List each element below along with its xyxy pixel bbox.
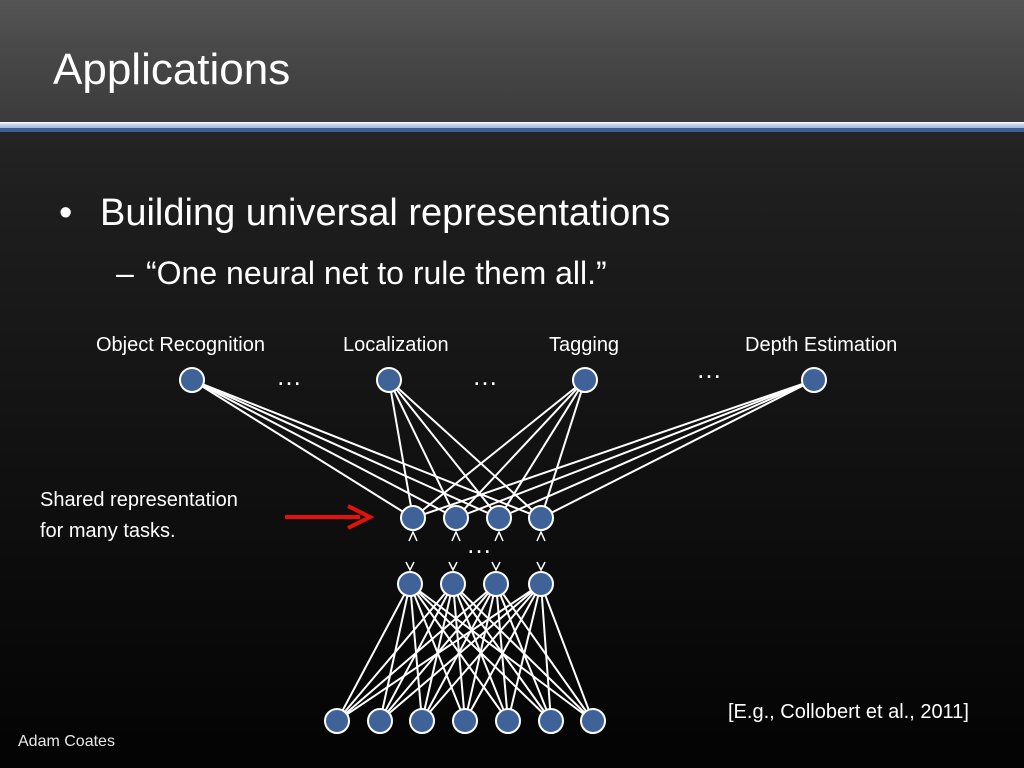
edge-task-shared bbox=[540, 379, 586, 519]
down-arrowhead bbox=[491, 561, 501, 572]
edge-task-shared bbox=[388, 379, 542, 519]
edge-hidden-input bbox=[336, 583, 411, 722]
edge-hidden-input bbox=[336, 583, 542, 722]
task-node bbox=[376, 367, 402, 393]
edge-hidden-input bbox=[540, 583, 594, 722]
hidden-node bbox=[397, 571, 423, 597]
edge-task-shared bbox=[191, 379, 457, 519]
input-node bbox=[538, 708, 564, 734]
hidden-node bbox=[528, 571, 554, 597]
network-edges bbox=[191, 379, 815, 722]
input-node bbox=[367, 708, 393, 734]
shared-representation-arrow bbox=[285, 504, 375, 530]
edge-task-shared bbox=[191, 379, 542, 519]
up-arrowhead bbox=[451, 530, 461, 542]
edge-hidden-input bbox=[464, 583, 542, 722]
edge-hidden-input bbox=[495, 583, 594, 722]
input-node bbox=[580, 708, 606, 734]
ellipsis-text: … bbox=[696, 354, 722, 384]
slide-title: Applications bbox=[53, 45, 291, 94]
edge-hidden-input bbox=[540, 583, 552, 722]
task-node bbox=[801, 367, 827, 393]
red-arrow-head bbox=[347, 504, 375, 530]
title-divider-accent bbox=[0, 128, 1024, 132]
edge-task-shared bbox=[191, 379, 414, 519]
network-nodes bbox=[179, 367, 827, 734]
ellipsis-text: … bbox=[466, 529, 492, 559]
input-node bbox=[324, 708, 350, 734]
edge-task-shared bbox=[388, 379, 457, 519]
edge-task-shared bbox=[388, 379, 414, 519]
edge-hidden-input bbox=[379, 583, 542, 722]
edge-task-shared bbox=[540, 379, 815, 519]
citation: [E.g., Collobert et al., 2011] bbox=[728, 701, 969, 723]
network-arrowheads bbox=[405, 530, 546, 572]
title-divider bbox=[0, 122, 1024, 128]
task-label-tagging: Tagging bbox=[549, 334, 620, 356]
edge-hidden-input bbox=[336, 583, 454, 722]
shared-label-line1: Shared representation bbox=[40, 489, 238, 511]
ellipsis-text: … bbox=[472, 361, 498, 391]
down-arrowhead bbox=[405, 561, 415, 572]
input-node bbox=[452, 708, 478, 734]
task-node bbox=[572, 367, 598, 393]
shared-node bbox=[443, 505, 469, 531]
sub-bullet-marker: – bbox=[116, 255, 134, 291]
up-arrowhead bbox=[494, 530, 504, 542]
task-label-depth-estimation: Depth Estimation bbox=[745, 334, 898, 356]
shared-label-line2: for many tasks. bbox=[40, 520, 176, 542]
shared-node bbox=[400, 505, 426, 531]
task-label-localization: Localization bbox=[343, 334, 449, 356]
edge-hidden-input bbox=[421, 583, 542, 722]
network-ellipses: … … … … bbox=[276, 354, 722, 559]
edge-task-shared bbox=[498, 379, 815, 519]
hidden-node bbox=[483, 571, 509, 597]
edge-task-shared bbox=[191, 379, 500, 519]
sub-bullet-text: “One neural net to rule them all.” bbox=[146, 255, 607, 291]
shared-node bbox=[486, 505, 512, 531]
edge-task-shared bbox=[412, 379, 815, 519]
bullet-text: Building universal representations bbox=[100, 192, 671, 234]
input-node bbox=[495, 708, 521, 734]
footer-author: Adam Coates bbox=[18, 733, 115, 750]
edge-hidden-input bbox=[507, 583, 542, 722]
edge-task-shared bbox=[412, 379, 586, 519]
input-node bbox=[409, 708, 435, 734]
task-node bbox=[179, 367, 205, 393]
edge-task-shared bbox=[388, 379, 500, 519]
up-arrowhead bbox=[536, 530, 546, 542]
task-label-object-recognition: Object Recognition bbox=[96, 334, 265, 356]
title-band bbox=[0, 0, 1024, 122]
ellipsis-text: … bbox=[276, 361, 302, 391]
up-arrowhead bbox=[408, 530, 418, 542]
edge-hidden-input bbox=[336, 583, 497, 722]
down-arrowhead bbox=[536, 561, 546, 572]
down-arrowhead bbox=[448, 561, 458, 572]
bullet-marker: • bbox=[59, 192, 73, 234]
shared-node bbox=[528, 505, 554, 531]
hidden-node bbox=[440, 571, 466, 597]
edge-task-shared bbox=[455, 379, 815, 519]
